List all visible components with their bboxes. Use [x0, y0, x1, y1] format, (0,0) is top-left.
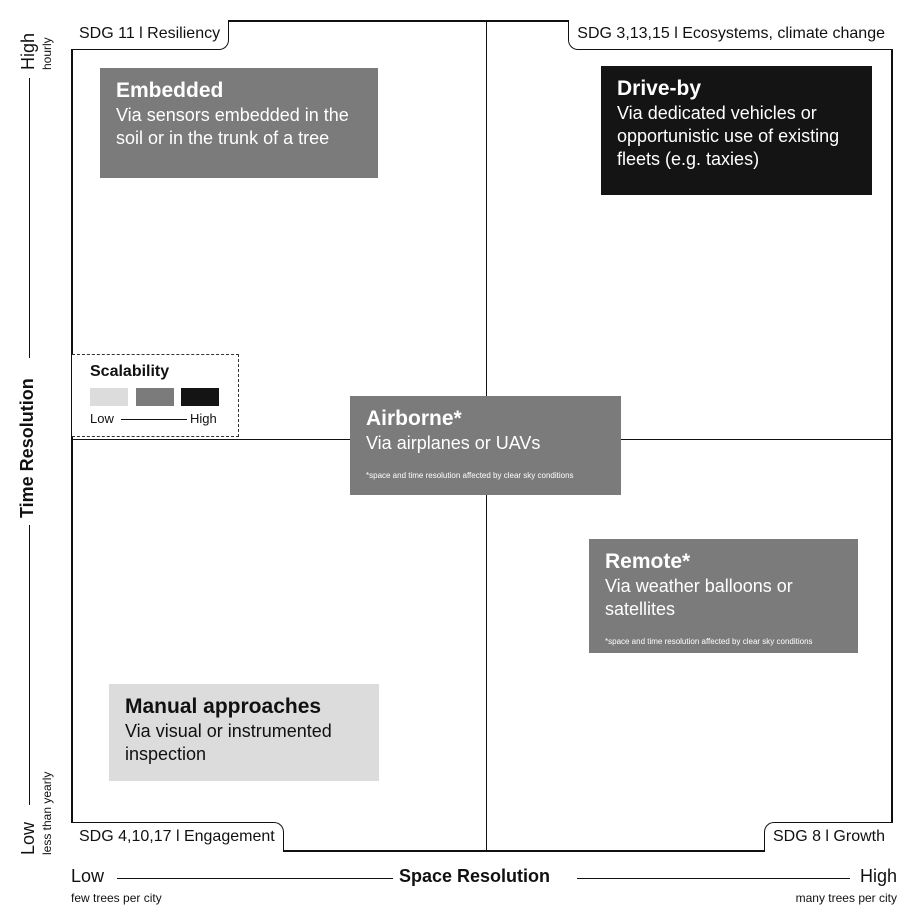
method-remote-title: Remote*	[605, 550, 691, 573]
y-axis-high-label: High	[18, 32, 38, 70]
quadrant-label-bottom-left: SDG 4,10,17 l Engagement	[71, 822, 284, 852]
method-driveby-desc: Via dedicated vehicles or opportunistic …	[617, 103, 840, 169]
method-airborne-note: *space and time resolution affected by c…	[366, 471, 574, 480]
y-axis-line-top	[29, 78, 30, 358]
method-airborne-desc: Via airplanes or UAVs	[366, 433, 541, 453]
x-axis-low-sublabel: few trees per city	[71, 891, 162, 905]
quadrant-label-top-left: SDG 11 l Resiliency	[71, 20, 230, 50]
x-axis-high-sublabel: many trees per city	[795, 891, 897, 905]
legend-title: Scalability	[90, 363, 170, 380]
method-manual: Manual approaches Via visual or instrume…	[109, 684, 379, 781]
method-embedded: Embedded Via sensors embedded in the soi…	[100, 68, 378, 178]
scalability-legend: Scalability Low High	[72, 354, 239, 437]
method-embedded-desc: Via sensors embedded in the soil or in t…	[116, 105, 349, 148]
method-remote-note: *space and time resolution affected by c…	[605, 637, 813, 646]
y-axis-low-sublabel: less than yearly	[40, 771, 54, 855]
legend-swatch-high	[181, 388, 219, 406]
x-axis-line-right	[577, 878, 850, 879]
method-airborne-title: Airborne*	[366, 407, 462, 430]
x-axis-title: Space Resolution	[399, 866, 551, 886]
method-driveby: Drive-by Via dedicated vehicles or oppor…	[601, 66, 872, 195]
quadrant-label-bottom-right: SDG 8 l Growth	[763, 822, 893, 852]
method-manual-desc: Via visual or instrumented inspection	[125, 721, 332, 764]
method-driveby-title: Drive-by	[617, 77, 702, 100]
method-airborne: Airborne* Via airplanes or UAVs *space a…	[350, 396, 621, 495]
legend-low-label: Low	[90, 411, 114, 426]
y-axis-line-bottom	[29, 525, 30, 805]
method-embedded-title: Embedded	[116, 79, 224, 102]
legend-swatch-low	[90, 388, 128, 406]
x-axis-high-label: High	[859, 866, 897, 886]
legend-swatch-mid	[136, 388, 174, 406]
legend-high-label: High	[190, 411, 217, 426]
method-manual-title: Manual approaches	[125, 695, 322, 718]
x-axis-low-label: Low	[71, 866, 105, 886]
y-axis-title: Time Resolution	[17, 378, 37, 518]
quadrant-label-top-right: SDG 3,13,15 l Ecosystems, climate change	[568, 20, 893, 50]
x-axis-line-left	[117, 878, 393, 879]
method-remote: Remote* Via weather balloons or satellit…	[589, 539, 858, 653]
y-axis-high-sublabel: hourly	[40, 37, 54, 70]
legend-arrow	[121, 419, 187, 420]
y-axis-low-label: Low	[18, 821, 38, 855]
method-remote-desc: Via weather balloons or satellites	[605, 576, 793, 619]
